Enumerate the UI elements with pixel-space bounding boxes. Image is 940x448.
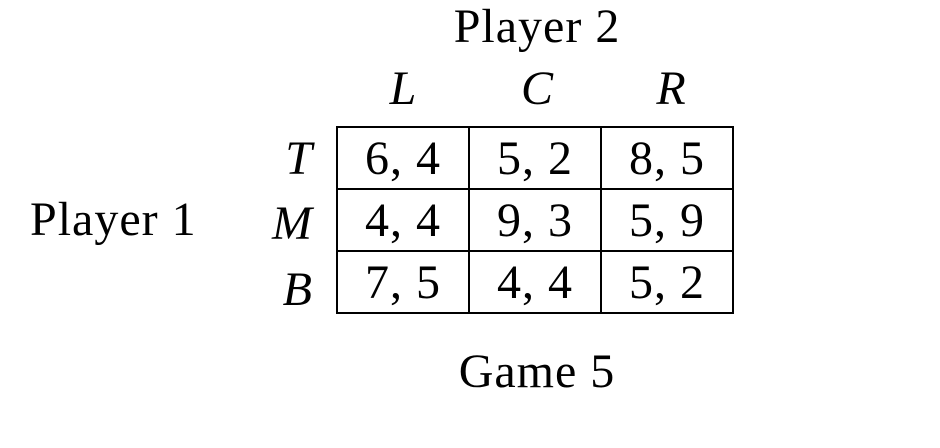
payoff-row-T: 6, 4 5, 2 8, 5 <box>336 126 734 190</box>
column-header-left: L <box>389 62 417 115</box>
payoff-cell-B-L: 7, 5 <box>336 250 470 314</box>
column-header-center: C <box>520 62 553 115</box>
payoff-matrix: 6, 4 5, 2 8, 5 4, 4 9, 3 5, 9 7, 5 4, 4 … <box>336 126 734 314</box>
payoff-cell-M-R: 5, 9 <box>600 188 734 252</box>
row-headers: T M B <box>150 126 312 322</box>
row-header-top: T <box>285 132 312 185</box>
payoff-cell-T-C: 5, 2 <box>468 126 602 190</box>
column-header-right: R <box>656 62 686 115</box>
game-caption: Game 5 <box>458 345 616 398</box>
payoff-row-B: 7, 5 4, 4 5, 2 <box>336 250 734 314</box>
payoff-cell-T-R: 8, 5 <box>600 126 734 190</box>
payoff-cell-M-C: 9, 3 <box>468 188 602 252</box>
player1-label: Player 1 <box>30 193 197 246</box>
payoff-cell-B-R: 5, 2 <box>600 250 734 314</box>
payoff-row-M: 4, 4 9, 3 5, 9 <box>336 188 734 252</box>
row-header-middle: M <box>272 197 312 251</box>
payoff-cell-B-C: 4, 4 <box>468 250 602 314</box>
player2-label: Player 2 <box>453 0 621 53</box>
payoff-cell-M-L: 4, 4 <box>336 188 470 252</box>
payoff-cell-T-L: 6, 4 <box>336 126 470 190</box>
row-header-bottom: B <box>282 262 312 316</box>
column-headers: L C R <box>336 65 738 113</box>
